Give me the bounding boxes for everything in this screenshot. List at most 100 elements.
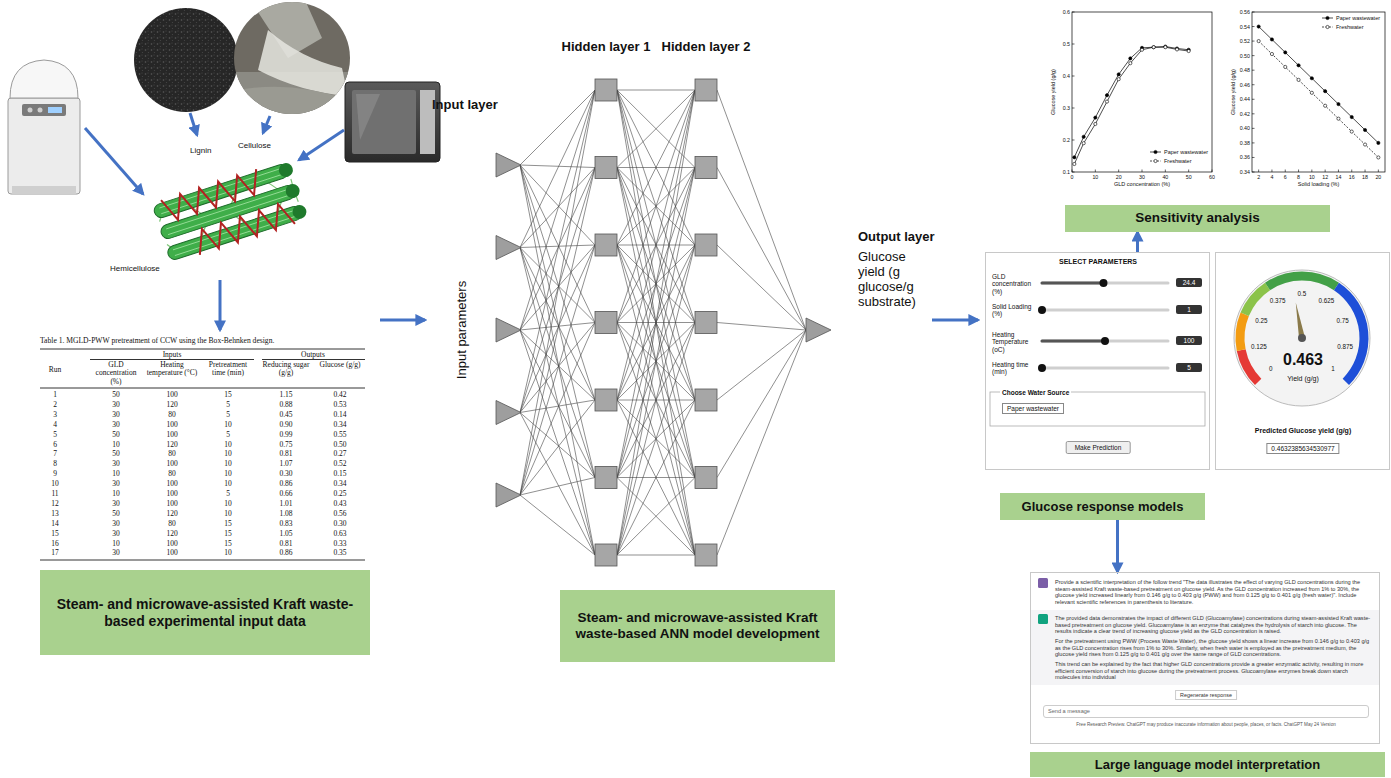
tick-mark xyxy=(1212,170,1213,173)
parameter-value: 1 xyxy=(1176,305,1202,314)
table-cell: 15 xyxy=(224,530,232,539)
ann-weight-line xyxy=(617,555,695,556)
data-marker xyxy=(1297,78,1300,81)
tick-label: 0.44 xyxy=(1240,96,1250,102)
tick-mark xyxy=(1351,170,1352,173)
hidden-neuron xyxy=(595,389,617,411)
gauge-tick-label: 0.25 xyxy=(1255,318,1267,325)
ann-weight-line xyxy=(617,90,695,168)
axis-title: Solid loading (%) xyxy=(1298,181,1340,187)
data-marker xyxy=(1175,48,1178,51)
ann-weight-line xyxy=(617,90,695,555)
flow-arrow xyxy=(1116,520,1119,572)
table-cell: 0.86 xyxy=(279,480,292,489)
hidden-neuron xyxy=(695,234,717,256)
table-cell: 3 xyxy=(53,411,57,420)
table-cell: 0.42 xyxy=(333,391,346,400)
data-marker xyxy=(1350,115,1353,118)
line-chart xyxy=(1072,12,1212,172)
table-caption: Table 1. MGLD-PWW pretreatment of CCW us… xyxy=(40,337,274,346)
table-cell: 100 xyxy=(166,490,177,499)
input-neuron xyxy=(496,401,521,425)
tick-mark xyxy=(1378,170,1379,173)
legend-text: Freshwater xyxy=(1164,158,1192,164)
ann-weight-line xyxy=(520,245,595,495)
tick-label: 20 xyxy=(1375,174,1381,180)
gauge-panel: 0.463Yield (g/g)Predicted Glucose yield … xyxy=(1215,252,1390,470)
slider-thumb xyxy=(1038,364,1046,372)
gauge-band xyxy=(1245,286,1268,314)
data-marker xyxy=(1117,78,1120,81)
ann-weight-line xyxy=(617,168,695,556)
table-cell: 5 xyxy=(226,431,230,440)
table-header: Heating temperature (°C) xyxy=(146,361,198,378)
table-cell: 0.35 xyxy=(333,549,346,558)
tick-label: 50 xyxy=(1186,174,1192,180)
chat-text: For the pretreatment using PWW (Process … xyxy=(1055,638,1371,658)
tick-mark xyxy=(1252,84,1255,85)
response-band xyxy=(1031,610,1379,685)
tick-label: 4 xyxy=(1270,174,1273,180)
tick-label: 0.46 xyxy=(1240,82,1250,88)
data-line xyxy=(1074,47,1188,164)
table-cell: 10 xyxy=(224,549,232,558)
tick-mark xyxy=(1252,99,1255,100)
tick-mark xyxy=(1072,44,1075,45)
slider-fill xyxy=(1042,340,1105,343)
gauge-band xyxy=(1268,276,1337,286)
table-cell: 10 xyxy=(224,450,232,459)
parameter-value: 24.4 xyxy=(1176,278,1202,287)
data-marker xyxy=(1073,156,1076,159)
ann-weight-line xyxy=(520,330,595,478)
table-header: Glucose (g/g) xyxy=(314,361,366,369)
group-label: Choose Water Source xyxy=(1000,389,1071,396)
tick-label: 12 xyxy=(1322,174,1328,180)
ann-weight-line xyxy=(520,323,595,496)
tick-label: 40 xyxy=(1162,174,1168,180)
ann-weight-line xyxy=(717,330,806,555)
table-cell: 0.34 xyxy=(333,421,346,430)
table-cell: 50 xyxy=(112,510,120,519)
autoclave-illustration xyxy=(8,60,80,194)
tick-label: 0.52 xyxy=(1240,38,1250,44)
ann-weight-line xyxy=(520,400,595,413)
ann-weight-line xyxy=(617,90,695,400)
table-cell: 9 xyxy=(53,470,57,479)
tick-mark xyxy=(1285,170,1286,173)
table-cell: 10 xyxy=(224,500,232,509)
table-cell: 5 xyxy=(226,490,230,499)
table-cell: 15 xyxy=(224,520,232,529)
parameter-name: Heating Temperature (oC) xyxy=(992,331,1038,353)
tick-mark xyxy=(1252,55,1255,56)
tick-mark xyxy=(1072,172,1075,173)
data-marker xyxy=(1140,48,1143,51)
user-avatar xyxy=(1038,578,1048,588)
ann-weight-line xyxy=(520,168,595,331)
table-cell: 100 xyxy=(166,421,177,430)
table-cell: 120 xyxy=(166,530,177,539)
table-cell: 0.55 xyxy=(333,431,346,440)
gauge-hub xyxy=(1298,334,1306,342)
axis-label: Input parameters xyxy=(455,281,470,379)
table-cell: 0.99 xyxy=(279,431,292,440)
data-marker xyxy=(1257,39,1260,42)
tick-label: 0.6 xyxy=(1063,9,1070,15)
ann-weight-line xyxy=(717,168,806,331)
data-marker xyxy=(1129,62,1132,65)
gauge-tick-label: 0.5 xyxy=(1298,290,1307,297)
table-cell: 0.15 xyxy=(333,470,346,479)
table-cell: 80 xyxy=(168,520,176,529)
data-marker xyxy=(1105,94,1108,97)
table-cell: 100 xyxy=(166,540,177,549)
tick-mark xyxy=(1095,170,1096,173)
table-cell: 0.53 xyxy=(333,401,346,410)
ann-weight-line xyxy=(617,90,695,555)
tick-label: 0.5 xyxy=(1063,41,1070,47)
table-cell: 1.01 xyxy=(279,500,292,509)
table-header: GLD concentration (%) xyxy=(90,361,142,386)
data-marker xyxy=(1105,100,1108,103)
table-cell: 4 xyxy=(53,421,57,430)
data-marker xyxy=(1117,73,1120,76)
output-label: Glucose yield (g glucose/g substrate) xyxy=(858,250,936,310)
data-marker xyxy=(1284,51,1287,54)
